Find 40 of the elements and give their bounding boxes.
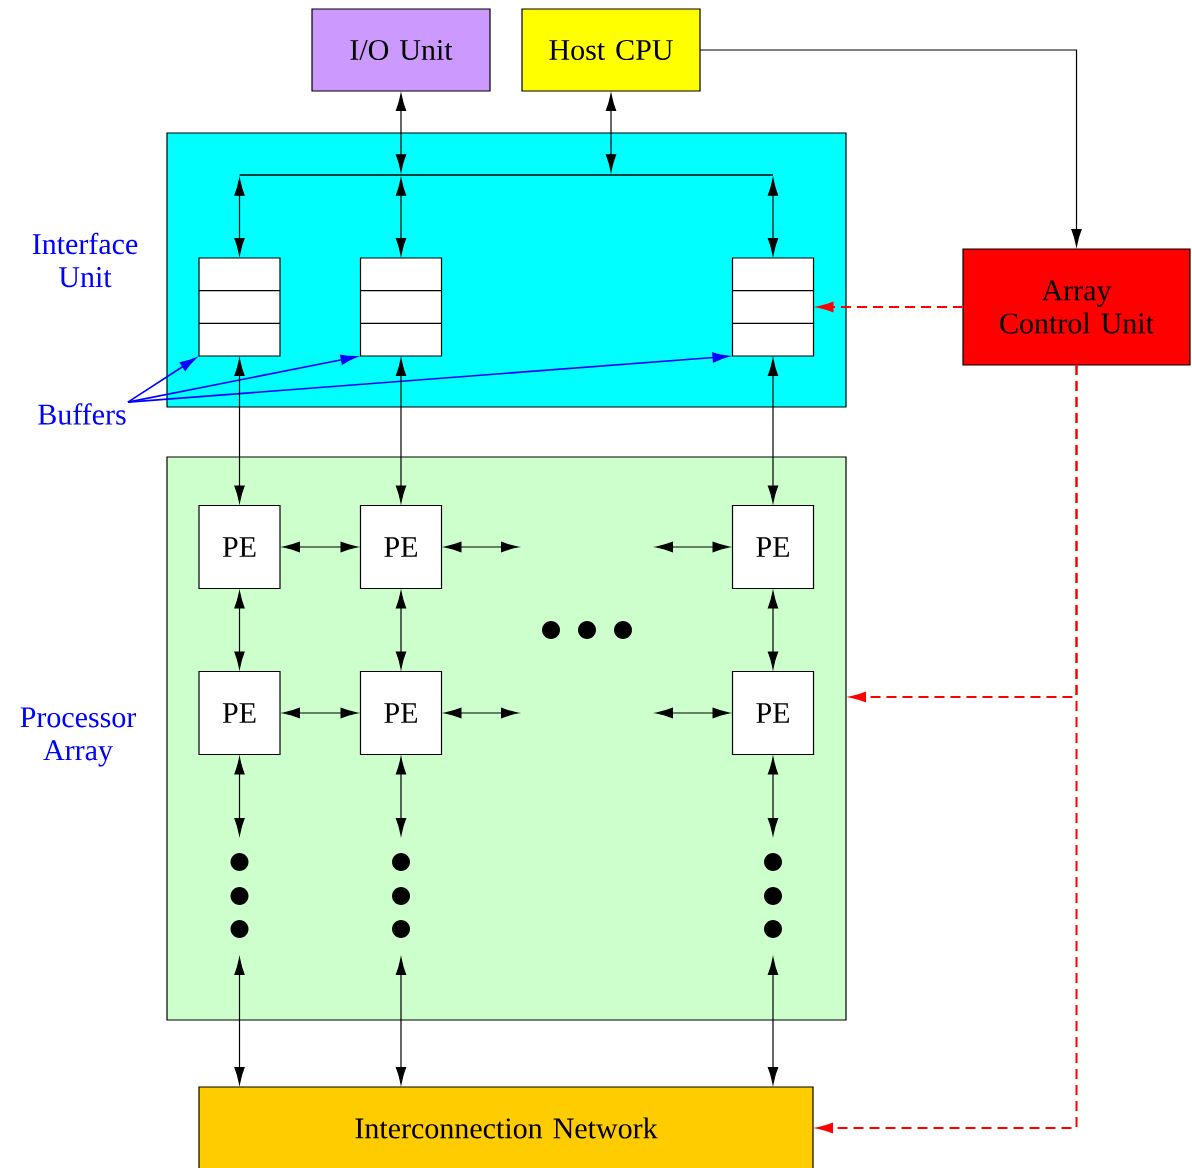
arrow (767, 957, 779, 1085)
leader-arrow (127, 357, 197, 403)
arrow (605, 93, 617, 172)
arrow (395, 757, 407, 836)
buffers-label: Buffers (38, 403, 126, 425)
bus-line (239, 174, 773, 176)
arrow (282, 707, 358, 719)
pe-box: PE (359, 670, 443, 756)
pe-box: PE (198, 504, 281, 590)
unit-box: I/O Unit (311, 8, 491, 92)
leader-arrow (127, 352, 729, 403)
arrow (767, 591, 779, 669)
arrow (699, 49, 1082, 247)
arrow (395, 591, 407, 669)
pe-box: PE (731, 670, 815, 756)
band-heading: Interface Unit (32, 232, 138, 288)
band-heading: Processor Array (20, 707, 137, 767)
arrow (234, 178, 245, 256)
network-box: Interconnection Network (198, 1086, 814, 1168)
arrow (395, 178, 407, 256)
arrow (767, 178, 779, 256)
arrow (282, 541, 358, 553)
unit-box: Host CPU (521, 8, 701, 92)
arrow (655, 541, 730, 553)
pe-box: PE (359, 504, 443, 590)
pe-box: PE (731, 504, 815, 590)
pe-box: PE (198, 670, 281, 756)
arrow (395, 93, 407, 172)
arrow (444, 541, 519, 553)
arrow (655, 707, 730, 719)
arrow (234, 957, 245, 1085)
arrow (395, 358, 407, 503)
arrow (767, 358, 779, 503)
arrow (767, 757, 779, 836)
buffer-box (198, 257, 281, 357)
arrow (444, 707, 519, 719)
buffer-box (359, 257, 443, 357)
buffer-box (731, 257, 815, 357)
control-unit-box: Array Control Unit (962, 248, 1191, 366)
arrow (395, 957, 407, 1085)
